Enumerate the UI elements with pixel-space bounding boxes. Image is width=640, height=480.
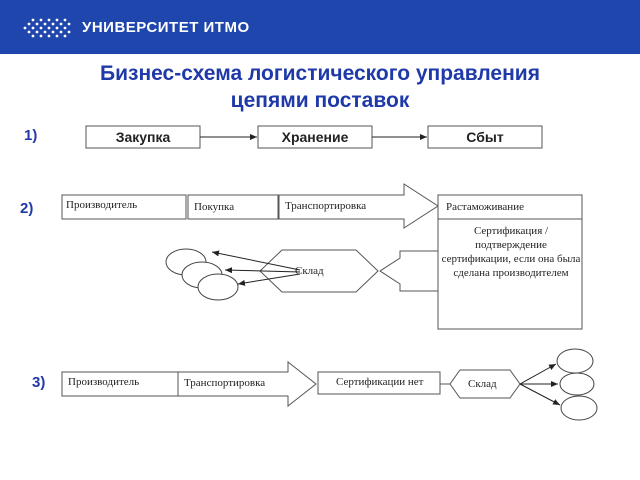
label-certification: Сертификация / подтверждение сертификаци…: [441, 225, 581, 279]
box-certification: [437, 218, 583, 330]
label-customs: Растаможивание: [446, 201, 524, 213]
consumer-ellipse-3c: [560, 395, 598, 421]
consumer-ellipse-2c: [197, 273, 239, 301]
scheme-2: [61, 183, 583, 330]
box-sales: [427, 125, 543, 149]
arrow-to-warehouse: [379, 250, 439, 292]
itmo-logo-icon: [23, 18, 71, 38]
box-producer-3: [61, 371, 179, 397]
distribution-line-3c: [519, 383, 561, 406]
label-warehouse-2: Склад: [295, 265, 324, 277]
box-producer-2: [61, 194, 187, 220]
scheme-3-number: 3): [32, 374, 46, 391]
title-line-2: цепями поставок: [230, 89, 410, 112]
distribution-line-2a: [211, 250, 301, 271]
logo-text: УНИВЕРСИТЕТ ИТМО: [82, 19, 250, 36]
scheme-1-number: 1): [24, 127, 38, 144]
scheme-3: [61, 348, 598, 421]
label-warehouse-3: Склад: [468, 378, 497, 390]
distribution-line-2b: [224, 267, 301, 274]
label-no-certification: Сертификации нет: [336, 376, 424, 388]
label-transport-3: Транспортировка: [184, 377, 266, 389]
box-customs: [437, 194, 583, 220]
consumer-ellipse-3a: [556, 348, 594, 374]
label-producer-2: Производитель: [66, 199, 138, 211]
step-label-sales: Сбыт: [466, 129, 504, 145]
title-line-1: Бизнес-схема логистического управления: [100, 62, 540, 85]
distribution-line-3a: [519, 363, 557, 385]
box-buying: [187, 194, 279, 220]
arrow-transport-2: [278, 183, 439, 229]
box-no-certification: [317, 371, 441, 395]
arrow-transport-3: [177, 360, 317, 408]
page-title: Бизнес-схема логистического управления ц…: [0, 60, 640, 114]
header-bar: УНИВЕРСИТЕТ ИТМО: [0, 0, 640, 54]
distribution-line-2c: [237, 273, 301, 286]
consumer-ellipse-3b: [559, 372, 595, 396]
label-buying: Покупка: [194, 201, 235, 213]
scheme-1: [85, 125, 543, 149]
step-label-purchase: Закупка: [115, 129, 171, 145]
scheme-2-number: 2): [20, 200, 34, 217]
label-producer-3: Производитель: [68, 376, 140, 388]
label-transport-2: Транспортировка: [285, 200, 367, 212]
step-label-storage: Хранение: [281, 129, 349, 145]
